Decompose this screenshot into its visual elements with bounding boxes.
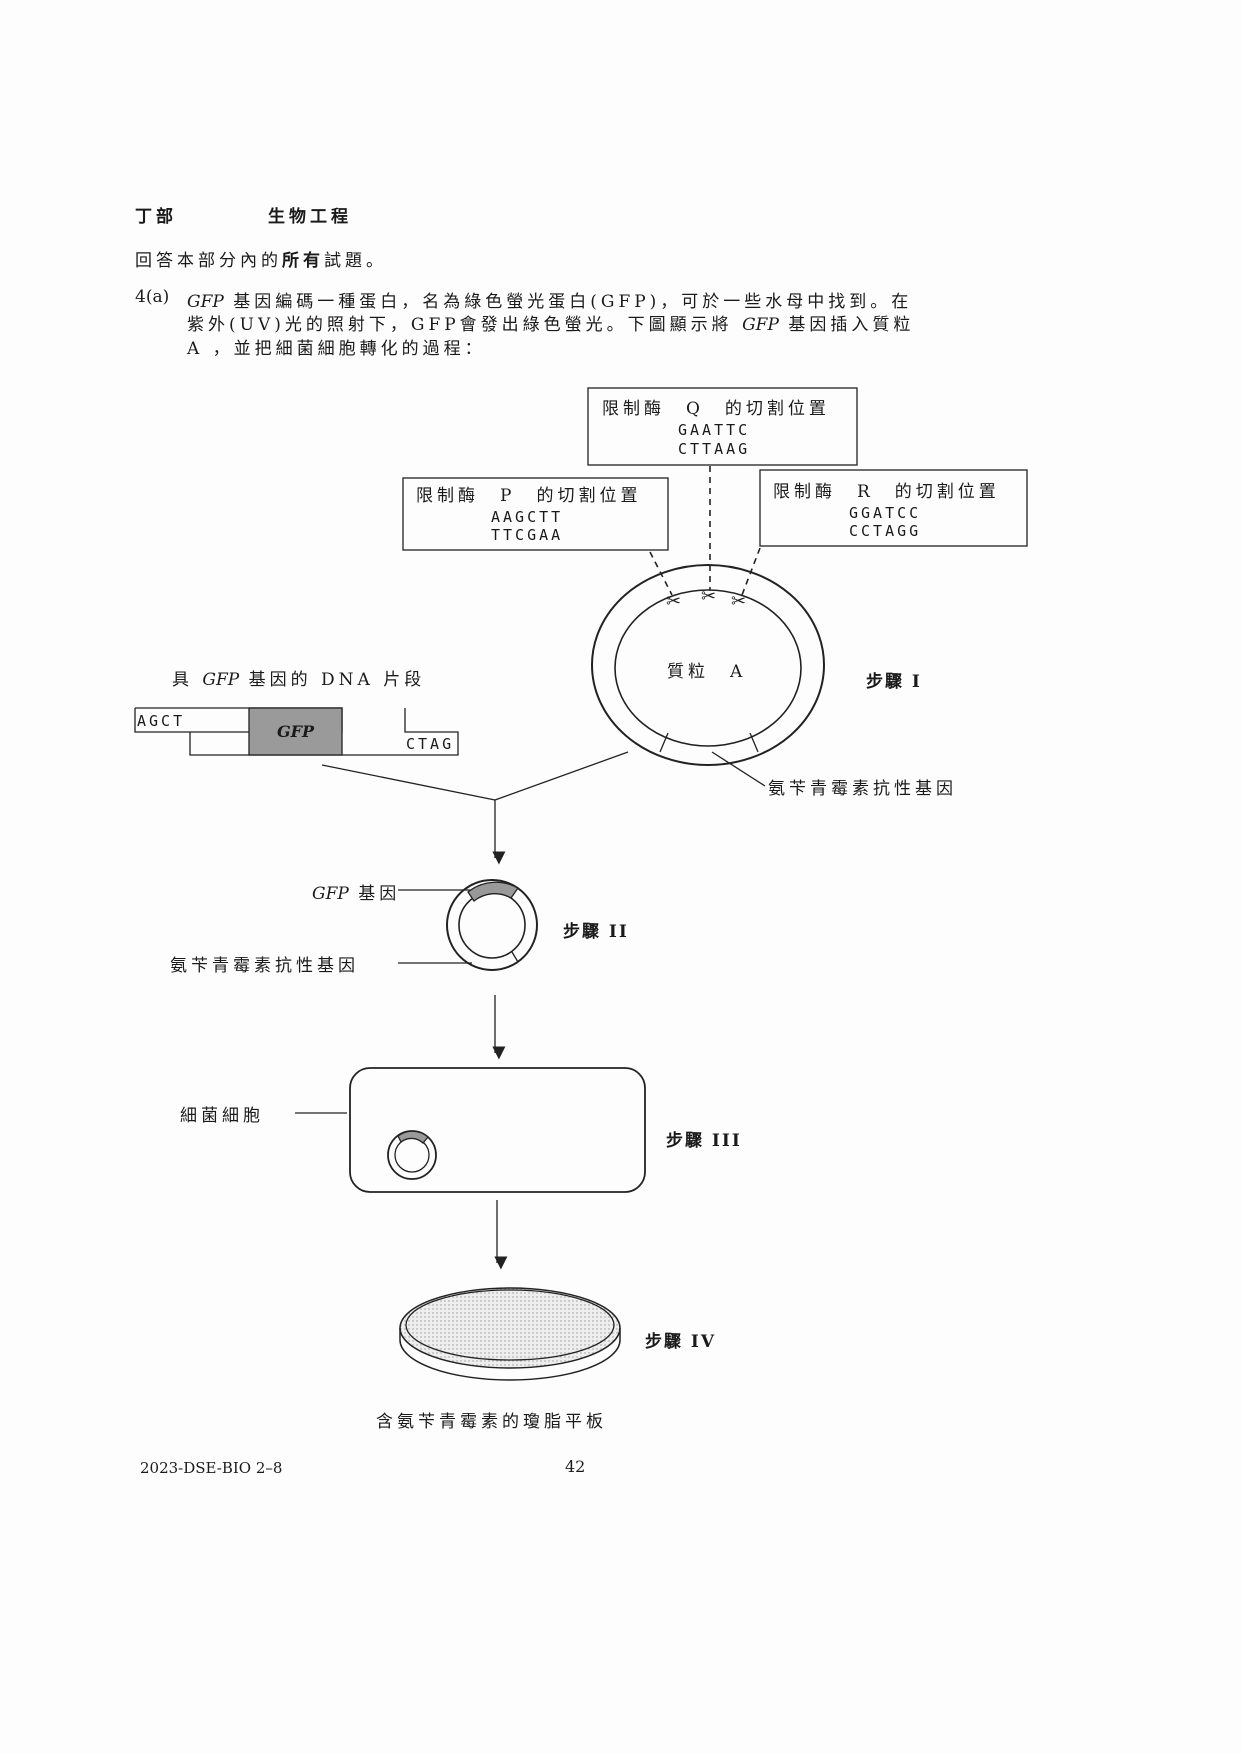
plasmid-a-inner — [614, 589, 802, 747]
bacterial-cell — [349, 1067, 646, 1193]
enzyme-q-box — [587, 387, 858, 466]
dna-fragment-label: 具 GFP 基因的 DNA 片段 — [172, 665, 425, 690]
agar-plate-label: 含氨苄青霉素的瓊脂平板 — [376, 1412, 607, 1432]
question-line-3: A ，並把細菌細胞轉化的過程： — [187, 339, 486, 359]
amp-resistance-gene-label-2: 氨苄青霉素抗性基因 — [170, 956, 359, 976]
gene-name: GFP — [187, 292, 224, 312]
question-number: 4(a) — [135, 287, 170, 307]
scissors-icons: ✂ ✂ ✂ — [666, 586, 746, 612]
enzyme-r-box — [759, 469, 1028, 547]
enzyme-q-label: 限制酶 Q 的切割位置 — [602, 399, 830, 419]
instruction-bold: 所有 — [282, 251, 324, 271]
enzyme-p-top: AAGCTT — [491, 508, 564, 526]
dna-fragment-bottom — [189, 708, 459, 756]
bacterial-cell-label: 細菌細胞 — [180, 1106, 264, 1126]
plasmid-a-label: 質粒 A — [667, 662, 747, 682]
gfp-gene-box — [248, 707, 343, 756]
text: 基因編碼一種蛋白，名為綠色螢光蛋白(GFP)，可於一些水母中找到。在 — [233, 292, 913, 312]
gene-name: GFP — [312, 884, 349, 904]
enzyme-p-bottom: TTCGAA — [491, 526, 564, 544]
text: 具 — [172, 670, 193, 690]
paper-code: 2023-DSE-BIO 2–8 — [140, 1459, 283, 1477]
text: 基因 — [358, 884, 401, 904]
instruction: 回答本部分內的所有試題。 — [135, 246, 387, 271]
agar-plate — [399, 1287, 621, 1369]
amp-resistance-gene-label: 氨苄青霉素抗性基因 — [768, 779, 957, 799]
scissors-icon: ✂ — [666, 591, 681, 612]
enzyme-p-label: 限制酶 P 的切割位置 — [416, 486, 642, 506]
enzyme-q-bottom: CTTAAG — [678, 440, 751, 458]
recombinant-plasmid — [446, 879, 538, 971]
text: 基因插入質粒 — [788, 315, 915, 335]
text: 紫外(UV)光的照射下，GFP會發出綠色螢光。下圖顯示將 — [187, 315, 733, 335]
step-1-label: 步驟 I — [866, 672, 922, 692]
step-2-label: 步驟 II — [563, 922, 629, 942]
fragment-left-overhang: AGCT — [137, 712, 186, 730]
text: 基因的 DNA 片段 — [248, 670, 426, 690]
enzyme-r-bottom: CCTAGG — [849, 522, 922, 540]
enzyme-r-label: 限制酶 R 的切割位置 — [773, 482, 1000, 502]
enzyme-r-top: GGATCC — [849, 504, 922, 522]
gfp-gene-label: GFP 基因 — [312, 879, 400, 904]
enzyme-p-box — [402, 477, 669, 551]
gene-name: GFP — [202, 670, 240, 690]
question-line-1: GFP 基因編碼一種蛋白，名為綠色螢光蛋白(GFP)，可於一些水母中找到。在 — [187, 287, 912, 312]
scissors-icon: ✂ — [731, 591, 746, 612]
section-part: 丁部 — [135, 207, 177, 227]
step-4-label: 步驟 IV — [645, 1332, 717, 1352]
instruction-text: 試題。 — [324, 251, 387, 271]
fragment-gfp-label: GFP — [277, 722, 315, 741]
gene-name: GFP — [742, 315, 779, 335]
instruction-text: 回答本部分內的 — [135, 251, 282, 271]
enzyme-q-top: GAATTC — [678, 421, 751, 439]
section-title: 生物工程 — [268, 207, 352, 227]
page-number: 42 — [565, 1457, 586, 1476]
fragment-right-overhang: CTAG — [406, 735, 455, 753]
scissors-icon: ✂ — [701, 586, 716, 607]
step-3-label: 步驟 III — [666, 1131, 742, 1151]
question-line-2: 紫外(UV)光的照射下，GFP會發出綠色螢光。下圖顯示將 GFP 基因插入質粒 — [187, 310, 914, 335]
plasmid-a-outer — [591, 564, 825, 766]
